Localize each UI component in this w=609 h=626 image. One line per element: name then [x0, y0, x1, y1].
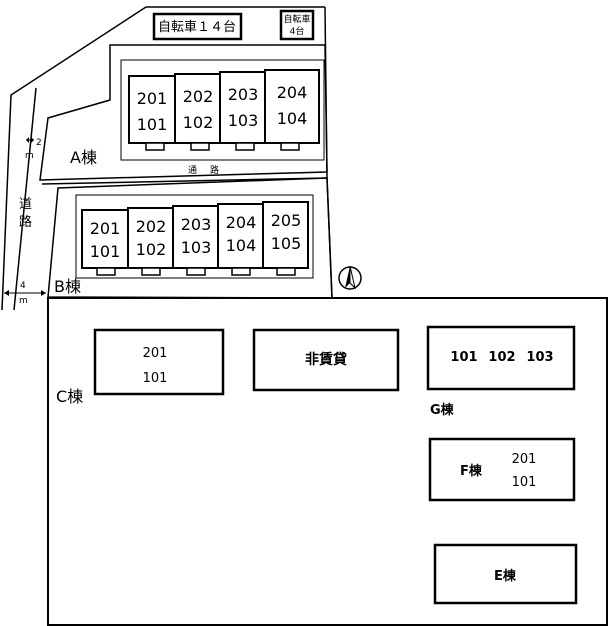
svg-text:204: 204 [226, 213, 257, 232]
passage-label-1: 通 [188, 165, 197, 176]
svg-text:101: 101 [512, 475, 537, 490]
svg-text:102: 102 [488, 350, 515, 365]
building-a: 201 101 202 102 203 103 204 104 [120, 59, 325, 161]
svg-text:201: 201 [143, 346, 168, 361]
building-a-unit-4: 204 104 [264, 69, 320, 151]
svg-text:非賃貸: 非賃貸 [305, 351, 347, 368]
svg-text:m: m [19, 296, 28, 306]
building-g-label: G棟 [430, 402, 455, 418]
svg-text:201: 201 [137, 89, 168, 108]
svg-text:103: 103 [181, 238, 212, 257]
svg-text:自転車: 自転車 [283, 13, 310, 25]
svg-text:103: 103 [526, 350, 553, 365]
svg-text:E棟: E棟 [494, 568, 517, 584]
building-a-unit-3: 203 103 [219, 71, 266, 151]
building-b-unit-5: 205 105 [262, 201, 309, 276]
side-road-label-2: 路 [19, 214, 32, 230]
bicycle-parking-4: 自転車 4台 [279, 9, 315, 41]
road-boundary-outer [1, 6, 147, 311]
lower-lot-outline [47, 297, 608, 626]
building-c: 201 101 [93, 328, 225, 396]
bicycle-parking-14: 自転車１４台 [152, 12, 243, 41]
svg-text:2: 2 [36, 138, 42, 148]
svg-text:201: 201 [90, 219, 121, 238]
building-b-unit-2: 202 102 [127, 207, 174, 276]
north-arrow-icon [338, 265, 362, 290]
road-width-2m: 2 m [25, 137, 42, 161]
svg-text:104: 104 [277, 109, 308, 128]
building-b-unit-4: 204 104 [217, 203, 264, 276]
non-rental-building: 非賃貸 [252, 328, 400, 392]
svg-text:自転車１４台: 自転車１４台 [158, 20, 236, 35]
svg-text:201: 201 [512, 452, 537, 467]
road-width-4m: 4 m [4, 281, 46, 306]
building-a-unit-2: 202 102 [174, 73, 221, 151]
building-a-label: A棟 [70, 148, 97, 167]
svg-text:102: 102 [136, 240, 167, 259]
building-b-label: B棟 [54, 277, 81, 296]
passage-line [41, 177, 328, 185]
svg-text:101: 101 [90, 242, 121, 261]
svg-text:203: 203 [228, 85, 259, 104]
svg-text:202: 202 [183, 87, 214, 106]
svg-text:204: 204 [277, 83, 308, 102]
building-a-unit-1: 201 101 [128, 75, 176, 151]
building-b: 201 101 202 102 203 103 204 104 205 105 [75, 194, 314, 279]
svg-text:m: m [25, 151, 34, 161]
svg-text:F棟: F棟 [460, 463, 483, 479]
road-boundary-inner [13, 87, 37, 311]
svg-text:103: 103 [228, 111, 259, 130]
svg-text:4台: 4台 [290, 25, 305, 37]
building-e: E棟 [433, 543, 578, 605]
svg-text:4: 4 [20, 281, 26, 291]
svg-text:203: 203 [181, 215, 212, 234]
svg-text:104: 104 [226, 236, 257, 255]
building-b-unit-1: 201 101 [81, 209, 129, 276]
svg-text:102: 102 [183, 113, 214, 132]
passage-label-2: 路 [210, 164, 219, 176]
svg-text:101: 101 [450, 350, 477, 365]
svg-text:202: 202 [136, 217, 167, 236]
building-c-label: C棟 [56, 387, 83, 406]
building-g: 101 102 103 [426, 325, 576, 391]
svg-text:101: 101 [143, 371, 168, 386]
svg-text:101: 101 [137, 115, 168, 134]
building-b-unit-3: 203 103 [172, 205, 219, 276]
svg-text:105: 105 [271, 234, 302, 253]
building-f: F棟 201 101 [428, 437, 576, 502]
svg-text:205: 205 [271, 211, 302, 230]
side-road-label-1: 道 [19, 197, 32, 212]
lot-a-outline [39, 44, 328, 181]
